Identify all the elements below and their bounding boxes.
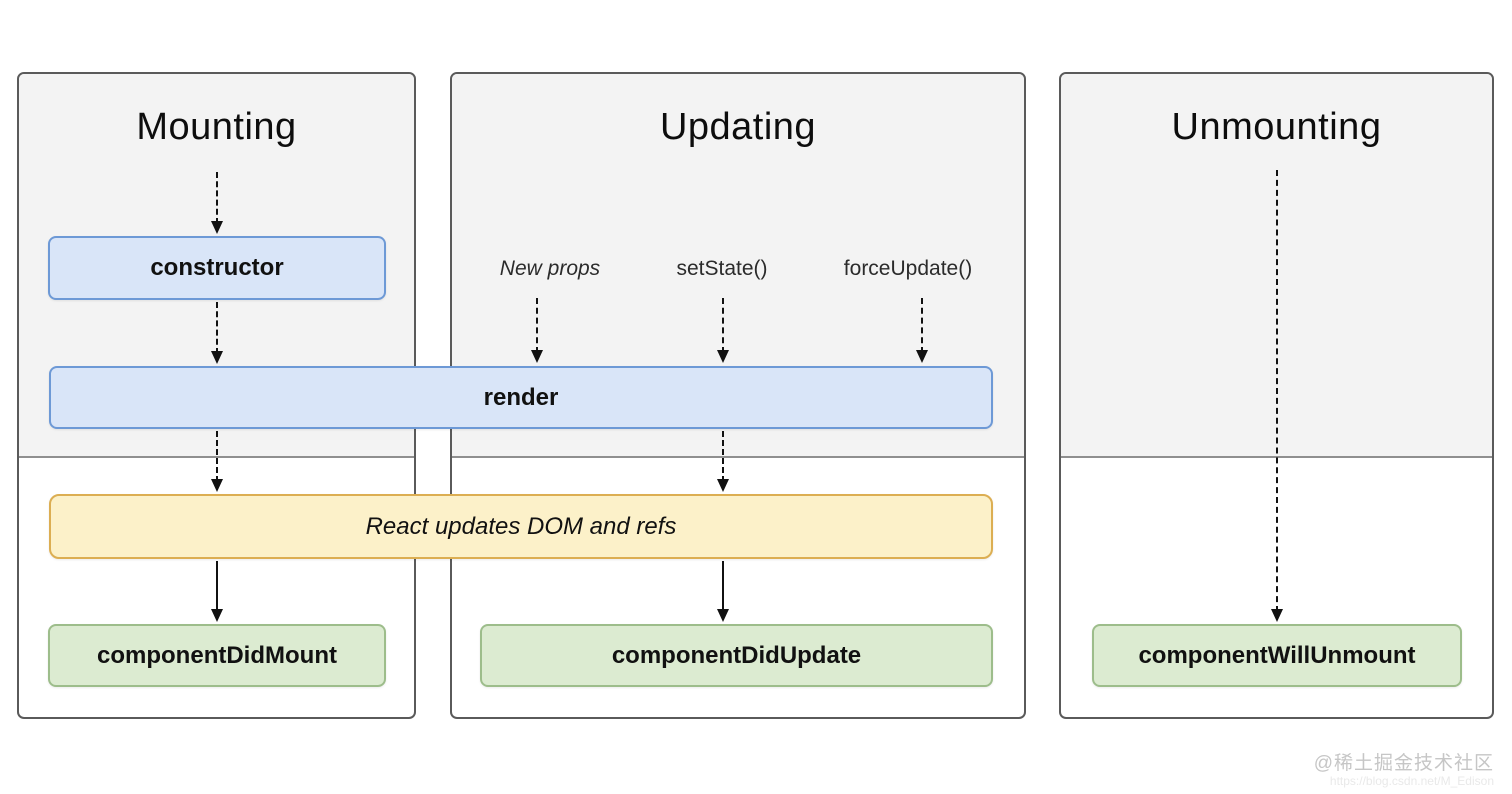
arrow-head-icon: [717, 609, 729, 622]
arrow-head-icon: [1271, 609, 1283, 622]
render-to-dom-update-arrow-mounting: [210, 431, 224, 492]
arrow-head-icon: [916, 350, 928, 363]
watermark: @稀土掘金技术社区 https://blog.csdn.net/M_Edison: [1314, 753, 1494, 788]
arrow-shaft: [536, 298, 538, 353]
render-to-dom-update-arrow-updating: [716, 431, 730, 492]
watermark-url-text: https://blog.csdn.net/M_Edison: [1329, 774, 1494, 788]
arrow-shaft: [1276, 170, 1278, 612]
arrow-shaft: [216, 302, 218, 354]
new-props-arrow: [530, 298, 544, 363]
arrow-shaft: [216, 172, 218, 224]
arrow-shaft: [216, 431, 218, 482]
setstate-label: setState(): [676, 257, 768, 280]
mounting-entry-arrow: [210, 172, 224, 234]
arrow-head-icon: [211, 479, 223, 492]
arrow-head-icon: [211, 351, 223, 364]
arrow-shaft: [722, 561, 724, 612]
dom-update-to-didupdate-arrow: [716, 561, 730, 622]
unmounting-arrow: [1270, 170, 1284, 622]
dom-update-to-didmount-arrow: [210, 561, 224, 622]
render-box: render: [49, 366, 993, 429]
arrow-head-icon: [211, 221, 223, 234]
arrow-shaft: [216, 561, 218, 612]
mounting-panel-title: Mounting: [136, 106, 297, 148]
component-will-unmount-box: componentWillUnmount: [1092, 624, 1462, 687]
arrow-shaft: [722, 431, 724, 482]
arrow-head-icon: [531, 350, 543, 363]
arrow-shaft: [722, 298, 724, 353]
forceupdate-label: forceUpdate(): [843, 257, 973, 280]
constructor-to-render-arrow: [210, 302, 224, 364]
setstate-arrow: [716, 298, 730, 363]
updating-panel-title: Updating: [659, 106, 817, 148]
component-did-mount-box: componentDidMount: [48, 624, 386, 687]
arrow-shaft: [921, 298, 923, 353]
component-did-update-box: componentDidUpdate: [480, 624, 993, 687]
react-updates-dom-box: React updates DOM and refs: [49, 494, 993, 559]
arrow-head-icon: [717, 479, 729, 492]
arrow-head-icon: [211, 609, 223, 622]
forceupdate-arrow: [915, 298, 929, 363]
watermark-community-text: @稀土掘金技术社区: [1313, 753, 1494, 774]
unmounting-panel-title: Unmounting: [1171, 106, 1382, 148]
arrow-head-icon: [717, 350, 729, 363]
constructor-box: constructor: [48, 236, 386, 300]
new-props-label: New props: [499, 257, 601, 280]
